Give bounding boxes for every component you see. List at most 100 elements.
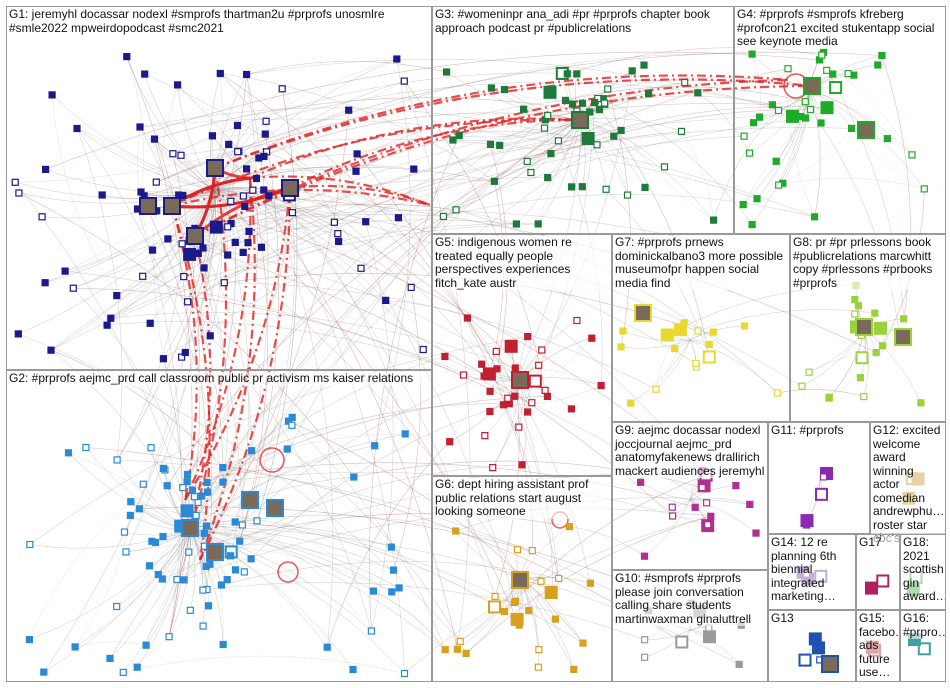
group-label-g5: G5: indigenous women re treated equally … bbox=[433, 236, 611, 290]
node-g3 bbox=[554, 137, 563, 145]
node-g2 bbox=[147, 444, 155, 452]
node-g7 bbox=[692, 359, 700, 368]
node-g6 bbox=[491, 592, 499, 601]
edge-g4 bbox=[744, 89, 811, 137]
node-g2 bbox=[64, 449, 73, 457]
edge-g6 bbox=[445, 579, 521, 650]
node-g1 bbox=[159, 355, 167, 363]
group-label-g3: G3: #womeninpr ana_adi #pr #prprofs chap… bbox=[433, 8, 733, 35]
edge-inter bbox=[227, 226, 250, 556]
group-label-g1: G1: jeremyhl docassar nodexl #smprofs th… bbox=[7, 8, 427, 35]
node-g1 bbox=[334, 230, 342, 238]
node-g3 bbox=[573, 70, 581, 78]
node-g2 bbox=[390, 566, 398, 574]
node-g3 bbox=[523, 157, 531, 165]
node-g10 bbox=[735, 660, 743, 669]
node-g6 bbox=[579, 639, 587, 647]
node-g4 bbox=[820, 101, 834, 115]
node-g1 bbox=[209, 220, 223, 234]
node-g1 bbox=[257, 243, 266, 251]
edge-g1 bbox=[142, 241, 339, 278]
edge-g6 bbox=[535, 581, 542, 650]
edge-g4 bbox=[751, 54, 761, 118]
edge-inter bbox=[492, 102, 595, 468]
edge-g1 bbox=[76, 128, 217, 228]
edge-inter bbox=[374, 58, 411, 446]
node-g5 bbox=[504, 394, 512, 402]
node-g2 bbox=[400, 669, 409, 678]
node-g3 bbox=[452, 206, 460, 214]
hub-avatar-g2 bbox=[181, 519, 199, 537]
hub-avatar-g2 bbox=[266, 499, 284, 517]
node-g3 bbox=[567, 183, 576, 191]
edge-inter bbox=[607, 88, 631, 347]
self-loop bbox=[277, 561, 299, 583]
node-g4 bbox=[817, 119, 825, 127]
node-g2 bbox=[154, 570, 162, 579]
edge-inter bbox=[357, 130, 589, 155]
edge-inter bbox=[186, 242, 236, 482]
node-g4 bbox=[748, 50, 756, 58]
group-label-g9: G9: aejmc docassar nodexl joccjournal ae… bbox=[613, 424, 767, 478]
node-g2 bbox=[236, 537, 244, 545]
edge-g1 bbox=[214, 188, 399, 218]
hub-avatar-g5 bbox=[511, 371, 529, 389]
edge-g2 bbox=[145, 529, 191, 646]
edge-g1 bbox=[214, 157, 259, 191]
node-g1 bbox=[419, 345, 427, 354]
edge-inter bbox=[243, 127, 852, 253]
node-g8 bbox=[856, 374, 865, 382]
node-g8 bbox=[872, 349, 880, 357]
edge-g2 bbox=[29, 529, 191, 549]
node-g3 bbox=[486, 140, 495, 148]
edge-inter bbox=[810, 109, 900, 333]
node-g2 bbox=[223, 575, 231, 584]
highlight-edge bbox=[184, 177, 252, 501]
node-g1 bbox=[98, 191, 106, 199]
node-g17 bbox=[865, 581, 878, 595]
hub-avatar-g1 bbox=[163, 197, 181, 215]
node-g3 bbox=[439, 212, 447, 220]
edge-g1 bbox=[198, 222, 335, 254]
edge-g1 bbox=[214, 80, 405, 191]
node-g1 bbox=[69, 284, 77, 292]
edge-g3 bbox=[527, 64, 645, 162]
node-g3 bbox=[578, 99, 587, 107]
node-g2 bbox=[126, 511, 135, 520]
group-label-g7: G7: #prprofs prnews dominickalbano3 more… bbox=[613, 236, 789, 290]
node-g3 bbox=[547, 150, 555, 158]
edge-inter bbox=[246, 60, 447, 75]
node-g4 bbox=[784, 65, 792, 73]
edge-inter bbox=[172, 72, 563, 154]
node-g10 bbox=[640, 653, 649, 661]
node-g4 bbox=[748, 221, 756, 229]
edge-g5 bbox=[514, 338, 592, 397]
group-box-g5 bbox=[432, 234, 612, 476]
hub-avatar-g4 bbox=[803, 77, 821, 95]
node-g2 bbox=[122, 548, 130, 556]
node-g2 bbox=[199, 622, 207, 630]
group-label-g6: G6: dept hiring assistant prof public re… bbox=[433, 478, 611, 519]
edge-inter bbox=[266, 81, 773, 122]
node-g4 bbox=[745, 149, 754, 157]
node-g1 bbox=[234, 148, 242, 156]
node-g1 bbox=[265, 192, 273, 200]
node-g1 bbox=[227, 197, 235, 205]
node-g5 bbox=[481, 432, 489, 440]
node-g3 bbox=[709, 216, 718, 224]
edge-inter bbox=[192, 396, 548, 491]
node-g4 bbox=[739, 201, 747, 209]
edge-g4 bbox=[809, 89, 913, 156]
node-g4 bbox=[874, 61, 882, 69]
group-box-g14 bbox=[768, 534, 856, 610]
hub-avatar-g1 bbox=[186, 227, 204, 245]
node-g1 bbox=[261, 130, 269, 138]
group-label-g17: G17 bbox=[857, 536, 899, 550]
edge-g1 bbox=[65, 189, 216, 272]
node-g5 bbox=[523, 408, 532, 416]
node-g4 bbox=[768, 101, 777, 109]
node-g7 bbox=[694, 327, 702, 335]
node-g2 bbox=[349, 665, 357, 674]
edge-inter bbox=[130, 501, 446, 650]
node-g1 bbox=[113, 292, 121, 300]
